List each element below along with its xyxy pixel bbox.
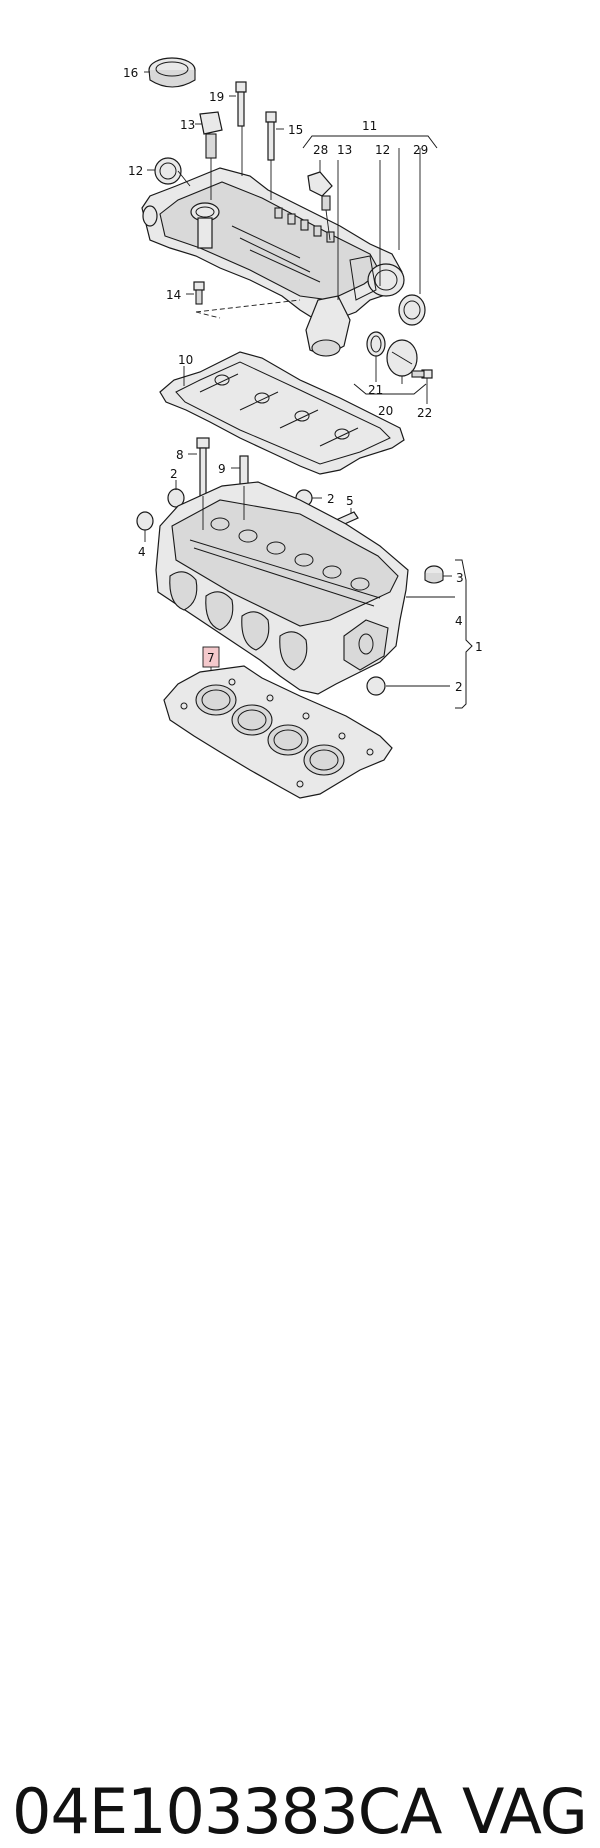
plug-3 bbox=[424, 565, 444, 584]
brand-label: VAG bbox=[462, 1775, 588, 1848]
callout-5: 5 bbox=[346, 494, 354, 508]
callout-2c: 2 bbox=[455, 680, 463, 694]
cylinder-head bbox=[155, 481, 409, 695]
cylinder-head-cover bbox=[141, 167, 405, 357]
callout-4a: 4 bbox=[138, 545, 146, 559]
callout-20: 20 bbox=[378, 404, 393, 418]
bolt-15 bbox=[265, 111, 277, 161]
callout-21: 21 bbox=[368, 383, 383, 397]
sensor-28 bbox=[307, 171, 333, 211]
stud-9 bbox=[239, 455, 249, 487]
callout-2a: 2 bbox=[170, 467, 178, 481]
bolt-14 bbox=[193, 281, 205, 305]
callout-29: 29 bbox=[413, 143, 428, 157]
callout-13: 13 bbox=[180, 118, 195, 132]
o-ring-21 bbox=[366, 331, 386, 357]
callout-11: 11 bbox=[362, 119, 377, 133]
callout-12-right: 12 bbox=[375, 143, 390, 157]
callout-22: 22 bbox=[417, 406, 432, 420]
callout-7: 7 bbox=[207, 651, 215, 665]
callout-13-right: 13 bbox=[337, 143, 352, 157]
head-gasket-7 bbox=[163, 665, 393, 799]
callout-19: 19 bbox=[209, 90, 224, 104]
sealing-plug-2c bbox=[366, 676, 386, 696]
callout-15: 15 bbox=[288, 123, 303, 137]
head-bolt-8 bbox=[196, 437, 210, 497]
callout-12-left: 12 bbox=[128, 164, 143, 178]
bolt-19 bbox=[235, 81, 247, 127]
callout-8: 8 bbox=[176, 448, 184, 462]
part-number: 04E103383CA bbox=[12, 1775, 442, 1848]
seal-ring-12 bbox=[154, 157, 182, 185]
bracket-11 bbox=[302, 135, 438, 149]
callout-16: 16 bbox=[123, 66, 138, 80]
bracket-1 bbox=[406, 559, 473, 709]
exploded-parts-diagram: 16 19 13 15 12 11 28 13 12 29 bbox=[123, 57, 483, 799]
callout-28: 28 bbox=[313, 143, 328, 157]
callout-3: 3 bbox=[456, 571, 464, 585]
sealing-plug-4 bbox=[136, 511, 154, 531]
seal-ring-29 bbox=[398, 294, 426, 326]
cover-gasket-10 bbox=[159, 351, 405, 475]
callout-4b: 4 bbox=[455, 614, 463, 628]
callout-2b: 2 bbox=[327, 492, 335, 506]
callout-9: 9 bbox=[218, 462, 226, 476]
cover-cap-20 bbox=[386, 339, 418, 377]
oil-filler-cap bbox=[148, 57, 196, 88]
callout-1: 1 bbox=[475, 640, 483, 654]
bolt-22 bbox=[411, 369, 433, 379]
callout-10: 10 bbox=[178, 353, 193, 367]
sensor-13 bbox=[199, 111, 223, 159]
caption: 04E103383CA VAG bbox=[0, 880, 600, 1848]
callout-14: 14 bbox=[166, 288, 181, 302]
